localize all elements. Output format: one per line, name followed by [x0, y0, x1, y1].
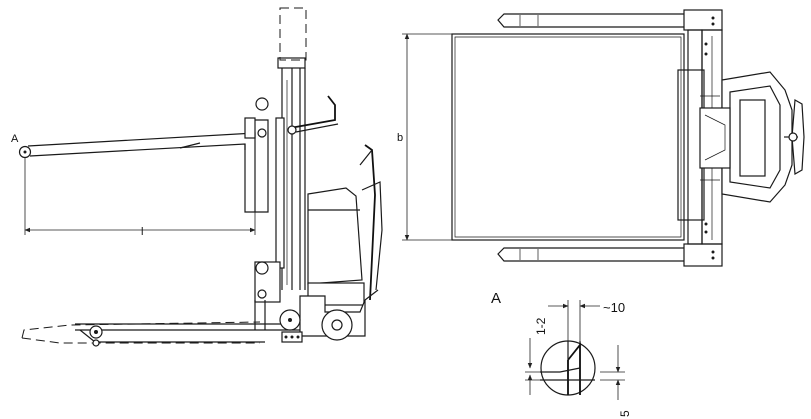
fork-top [497, 13, 701, 28]
mast-handle [287, 95, 339, 135]
lowered-fork [21, 321, 300, 347]
point-a-side-label: A [11, 133, 19, 145]
detail-a-label: A [491, 290, 501, 307]
dimension-l [24, 158, 256, 235]
load-pallet [451, 33, 685, 241]
tiller [359, 144, 383, 301]
length-l-label: l [141, 226, 143, 238]
fork-bottom [497, 247, 701, 262]
raised-fork [18, 97, 269, 213]
detail-dim-1-2-label: 1-2 [534, 317, 548, 335]
width-b-label: b [397, 132, 403, 144]
detail-dim-10-label: ~10 [603, 300, 625, 315]
mast [254, 7, 307, 330]
detail-dim-5-label: 5 [618, 410, 632, 417]
detail-a [525, 300, 625, 400]
side-view [18, 7, 383, 347]
drive-head [699, 71, 805, 203]
battery-box [307, 187, 365, 306]
dimension-b [402, 33, 452, 241]
drive-unit [279, 295, 366, 343]
top-view [402, 9, 805, 267]
